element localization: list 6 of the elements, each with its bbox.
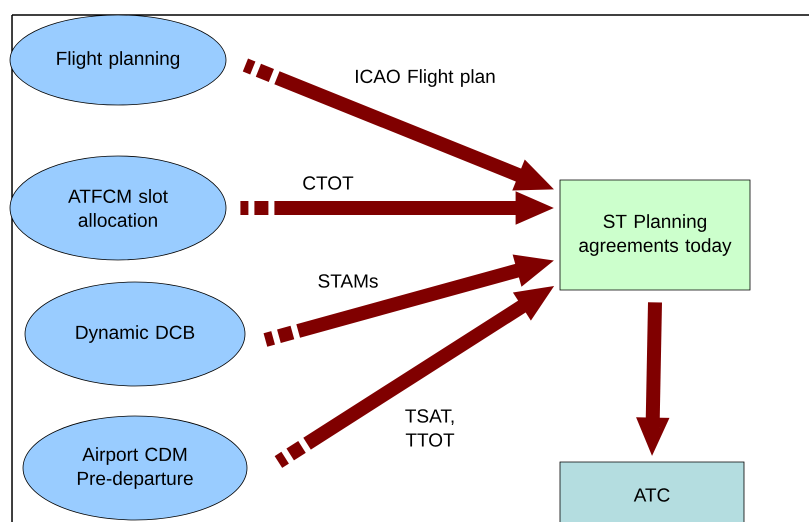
edge-label: TSAT, TTOT	[405, 409, 454, 447]
edge-label: CTOT	[303, 176, 354, 190]
process-box: ATC	[560, 462, 744, 522]
process-box: ST Planning agreements today	[560, 180, 750, 290]
edge-label: STAMs	[318, 274, 378, 288]
edge-label: ICAO Flight plan	[356, 69, 494, 87]
